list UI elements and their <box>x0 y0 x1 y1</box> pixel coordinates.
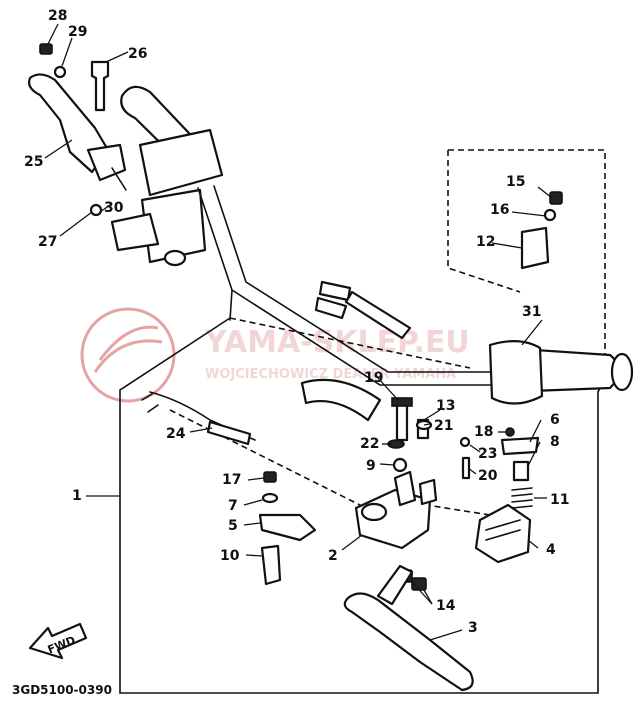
diagram-code: 3GD5100-0390 <box>12 683 112 697</box>
callout-6: 6 <box>550 412 560 428</box>
callout-9: 9 <box>366 458 376 474</box>
callout-7: 7 <box>228 498 238 514</box>
callout-15: 15 <box>506 174 525 190</box>
callout-16: 16 <box>490 202 509 218</box>
switch-parts <box>520 191 563 270</box>
watermark-logo-icon <box>80 307 176 403</box>
handlebar <box>110 85 634 422</box>
callout-4: 4 <box>546 542 556 558</box>
callout-23: 23 <box>478 446 497 462</box>
callout-22: 22 <box>360 436 379 452</box>
callout-24: 24 <box>166 426 186 442</box>
callout-30: 30 <box>104 200 124 216</box>
callout-11: 11 <box>550 492 569 508</box>
callout-10: 10 <box>220 548 240 564</box>
callout-26: 26 <box>128 46 147 62</box>
wire-connector <box>314 280 412 340</box>
callout-29: 29 <box>68 24 87 40</box>
small-parts-column <box>258 471 317 586</box>
callout-13: 13 <box>436 398 455 414</box>
callout-labels: 28 29 26 25 30 27 15 16 12 31 19 13 21 2… <box>24 8 569 636</box>
callout-3: 3 <box>468 620 478 636</box>
small-bolts-left <box>39 43 110 112</box>
callout-25: 25 <box>24 154 43 170</box>
callout-12: 12 <box>476 234 495 250</box>
callout-21: 21 <box>434 418 453 434</box>
leader-lines <box>44 23 553 641</box>
callout-2: 2 <box>328 548 338 564</box>
callout-18: 18 <box>474 424 493 440</box>
cable <box>141 391 256 446</box>
callout-1: 1 <box>72 488 82 504</box>
callout-8: 8 <box>550 434 560 450</box>
watermark: YAMA-SKLEP.EU WOJCIECHOWICZ DEALER YAMAH… <box>80 307 470 403</box>
callout-5: 5 <box>228 518 238 534</box>
callout-27: 27 <box>38 234 57 250</box>
switch-body <box>474 503 532 564</box>
fwd-arrow-icon: FWD <box>28 622 88 660</box>
callout-31: 31 <box>522 304 541 320</box>
front-lever <box>343 564 474 692</box>
assembly-frames <box>119 149 606 694</box>
left-lever <box>28 73 127 217</box>
callout-20: 20 <box>478 468 498 484</box>
callout-17: 17 <box>222 472 241 488</box>
callout-28: 28 <box>48 8 67 24</box>
lever-bracket <box>354 470 438 591</box>
callout-14: 14 <box>436 598 456 614</box>
callout-19: 19 <box>364 370 383 386</box>
watermark-subtitle: WOJCIECHOWICZ DEALER YAMAHA <box>205 367 456 382</box>
watermark-title: YAMA-SKLEP.EU <box>204 325 470 360</box>
small-parts-right <box>387 397 540 509</box>
